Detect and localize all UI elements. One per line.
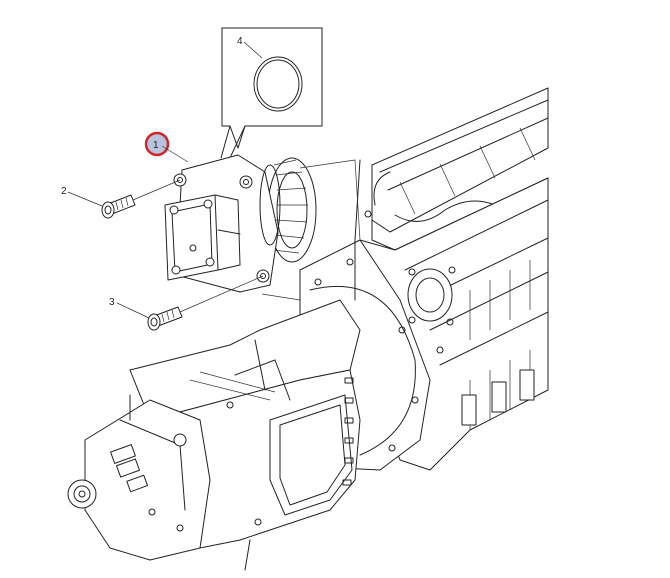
assembly-lines [132,159,361,313]
gearbox [67,299,361,571]
callout-1[interactable]: 1 [144,131,189,163]
o-ring-inner [256,59,300,109]
pump-assembly [164,154,317,293]
detail-inset-box [220,27,323,161]
bolt-3 [147,306,183,331]
callout-1-label: 1 [153,140,159,151]
callout-1-highlight-ring [144,131,170,157]
callout-4-label: 4 [237,36,243,47]
callout-3[interactable]: 3 [109,297,150,319]
callout-4[interactable]: 4 [237,36,263,59]
callout-2[interactable]: 2 [61,186,103,207]
callout-2-label: 2 [61,186,67,197]
o-ring-outer [253,56,303,112]
bolt-2 [101,194,136,219]
callout-3-label: 3 [109,297,115,308]
